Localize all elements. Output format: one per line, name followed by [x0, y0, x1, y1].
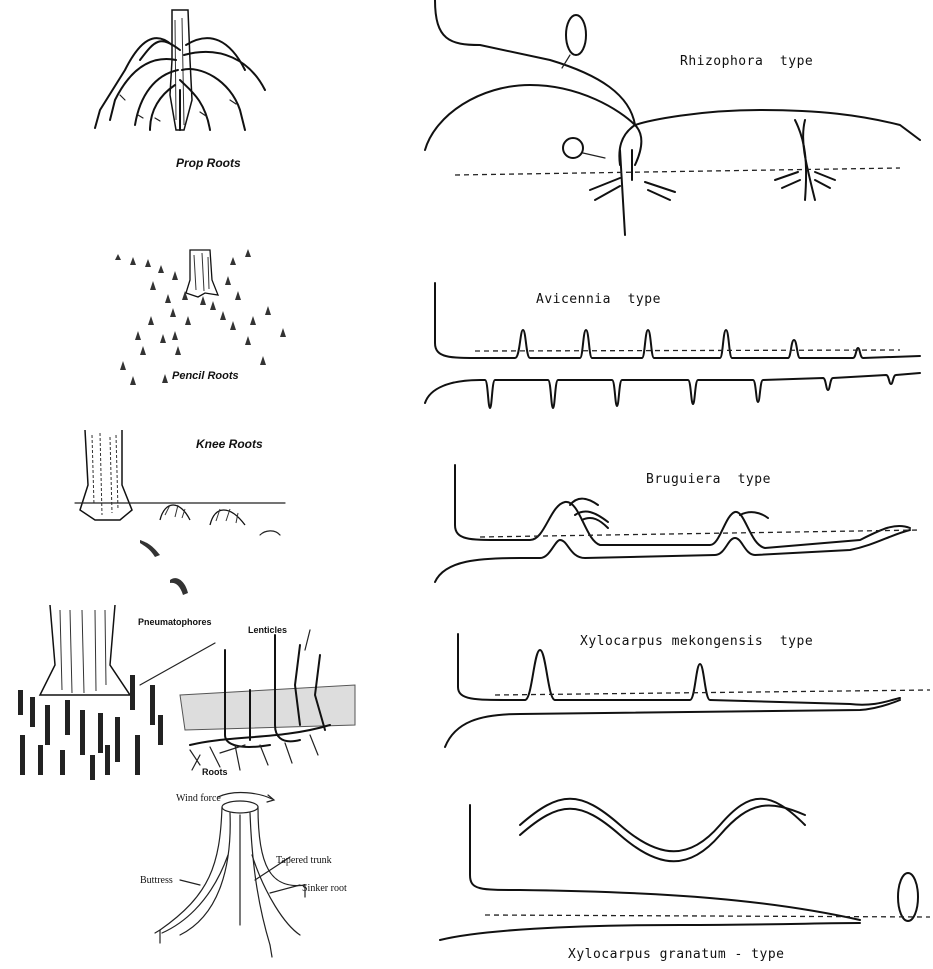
buttress-panel: Wind force Tapered trunk Buttress Sinker… — [140, 785, 365, 965]
bruguiera-title: Bruguiera type — [646, 472, 771, 487]
rhizophora-panel: Rhizophora type — [420, 0, 933, 245]
knee-roots-panel: Knee Roots — [60, 425, 290, 600]
bruguiera-panel: Bruguiera type — [420, 460, 933, 590]
pneumatophores-panel: Pneumatophores Lenticles Roots — [10, 605, 355, 785]
xylo-mek-panel: Xylocarpus mekongensis type — [420, 622, 933, 752]
prop-roots-illustration — [80, 0, 280, 180]
pencil-roots-caption: Pencil Roots — [172, 370, 239, 382]
xylo-gran-panel: Xylocarpus granatum - type — [420, 795, 933, 967]
pencil-roots-illustration — [110, 245, 300, 390]
xylocarpus-granatum-diagram — [420, 795, 933, 967]
avicennia-diagram — [420, 278, 933, 413]
avicennia-panel: Avicennia type — [420, 278, 933, 413]
pneumatophores-label: Pneumatophores — [138, 617, 212, 627]
roots-label: Roots — [202, 767, 228, 777]
pneumatophores-illustration — [10, 605, 355, 785]
buttress-label: Buttress — [140, 875, 173, 886]
xylo-gran-title: Xylocarpus granatum - type — [568, 947, 785, 962]
knee-roots-caption: Knee Roots — [196, 437, 263, 451]
wind-force-label: Wind force — [176, 793, 221, 804]
avicennia-title: Avicennia type — [536, 292, 661, 307]
rhizophora-diagram — [420, 0, 933, 245]
tapered-trunk-label: Tapered trunk — [276, 855, 332, 866]
rhizophora-title: Rhizophora type — [680, 54, 813, 69]
xylo-mek-title: Xylocarpus mekongensis type — [580, 634, 813, 649]
lenticles-label: Lenticles — [248, 625, 287, 635]
pencil-roots-panel: Pencil Roots — [110, 245, 300, 390]
sinker-root-label: Sinker root — [302, 883, 347, 894]
prop-roots-panel: Prop Roots — [80, 0, 280, 180]
prop-roots-caption: Prop Roots — [176, 156, 241, 170]
knee-roots-illustration — [60, 425, 290, 600]
buttress-roots-illustration — [140, 785, 365, 965]
